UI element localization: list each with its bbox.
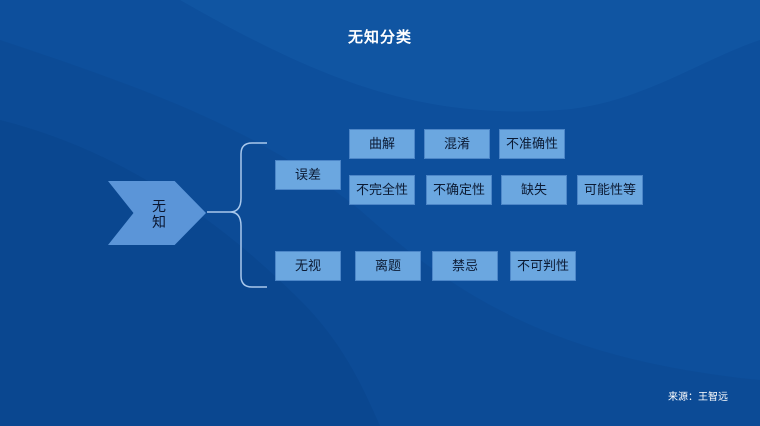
node-undecidability: 不可判性: [510, 251, 576, 281]
node-absence: 缺失: [501, 175, 567, 205]
node-ignorance: 无视: [275, 251, 341, 281]
node-error: 误差: [275, 160, 341, 190]
root-node-label: 无 知: [146, 199, 172, 231]
node-distortion: 曲解: [349, 129, 415, 159]
node-uncertainty: 不确定性: [426, 175, 492, 205]
node-confusion: 混淆: [424, 129, 490, 159]
root-label-line1: 无: [152, 199, 166, 215]
diagram-title: 无知分类: [347, 28, 412, 46]
node-taboo: 禁忌: [432, 251, 498, 281]
node-inaccuracy: 不准确性: [499, 129, 565, 159]
node-incompleteness: 不完全性: [349, 175, 415, 205]
left-brace: [207, 142, 267, 288]
root-label-line2: 知: [152, 215, 166, 231]
node-irrelevance: 离题: [355, 251, 421, 281]
source-credit: 来源：王智远: [668, 392, 728, 403]
node-probability: 可能性等: [577, 175, 643, 205]
